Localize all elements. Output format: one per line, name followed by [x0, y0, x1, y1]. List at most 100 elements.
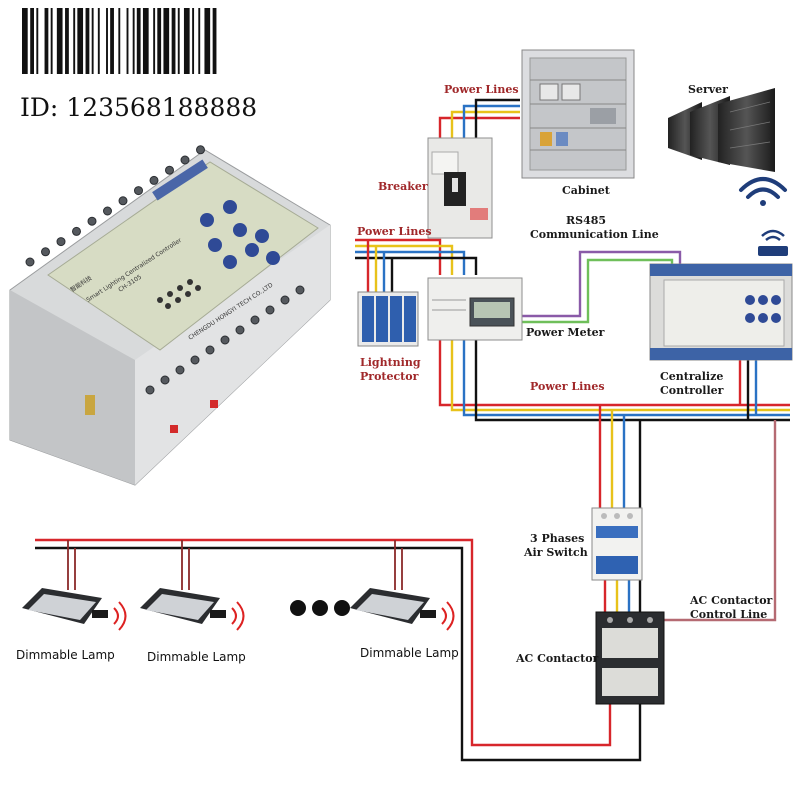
- wire-blue-main: [355, 250, 790, 417]
- label-3-phases: 3 Phases: [530, 532, 584, 545]
- wire-black-top: [474, 98, 520, 138]
- cabinet-image: [521, 49, 635, 179]
- barcode-bar: [192, 8, 195, 74]
- wire-yellow-main: [355, 244, 790, 412]
- terminal-screw: [41, 247, 50, 257]
- label-power-lines-mid: Power Lines: [530, 380, 605, 393]
- label-communication-line: Communication Line: [530, 228, 659, 241]
- lamp-2: [140, 588, 245, 631]
- air-switch-image: [591, 507, 643, 581]
- terminal-screw: [180, 155, 190, 165]
- barcode-bar: [50, 8, 53, 74]
- barcode-bar: [204, 8, 211, 74]
- device-buttons: [200, 200, 280, 269]
- wire-red-main: [355, 238, 790, 407]
- wire-rs485-purple: [522, 250, 682, 318]
- label-controller: Controller: [660, 384, 724, 397]
- terminal-screw: [72, 226, 81, 236]
- lamp-1-label: Dimmable Lamp: [16, 648, 115, 662]
- barcode-bar: [97, 8, 100, 74]
- label-power-lines-left: Power Lines: [357, 225, 432, 238]
- terminal-screw: [103, 206, 112, 216]
- barcode-bar: [142, 8, 149, 74]
- centralize-controller-image: [649, 263, 793, 361]
- barcode-bar: [132, 8, 135, 74]
- barcode-bar: [36, 8, 39, 74]
- barcode-bar: [73, 8, 76, 74]
- terminal-screw: [205, 345, 215, 355]
- label-rs485: RS485: [566, 214, 606, 227]
- barcode-bar: [85, 8, 90, 74]
- label-power-meter: Power Meter: [526, 326, 605, 339]
- wire-rs485-green: [522, 258, 674, 324]
- barcode-bar: [157, 8, 162, 74]
- terminal-screw: [25, 257, 35, 267]
- terminal-screw: [265, 305, 275, 315]
- terminal-screw: [250, 315, 260, 325]
- terminal-screw: [87, 216, 97, 226]
- barcode-bar: [153, 8, 156, 74]
- barcode-bar: [163, 8, 170, 74]
- barcode-bar: [44, 8, 49, 74]
- barcode-bar: [110, 8, 114, 74]
- device-id: ID: 123568188888: [20, 93, 257, 122]
- label-server: Server: [688, 83, 728, 96]
- label-air-switch: Air Switch: [523, 546, 588, 559]
- wireless-module-icon: [758, 229, 788, 256]
- lightning-protector-image: [357, 291, 419, 347]
- wire-red-top: [438, 116, 520, 138]
- controller-device-image: 智能科技 Smart Lighting Centralized Controll…: [9, 145, 331, 486]
- wire-black-main: [355, 256, 790, 422]
- terminal-strip-top: [25, 145, 205, 267]
- wire-control-line: [658, 420, 777, 622]
- barcode-bar: [118, 8, 121, 74]
- barcode-bar: [177, 8, 180, 74]
- barcode-bar: [171, 8, 176, 74]
- barcode-bar: [136, 8, 141, 74]
- barcode-bar: [212, 8, 217, 74]
- lamp-1: [22, 588, 127, 631]
- wire-yellow-top: [450, 110, 520, 138]
- wifi-icon: [739, 177, 787, 206]
- terminal-strip-bottom: [145, 285, 305, 395]
- barcode-bar: [198, 8, 201, 74]
- terminal-screw: [235, 325, 245, 335]
- label-power-lines-top: Power Lines: [444, 83, 519, 96]
- terminal-screw: [56, 237, 66, 247]
- terminal-screw: [196, 145, 205, 155]
- label-breaker: Breaker: [378, 180, 428, 193]
- lamp-3: [350, 588, 455, 631]
- ellipsis-dots: [290, 600, 350, 616]
- barcode-bar: [65, 8, 69, 74]
- wire-red-out: [35, 538, 612, 747]
- barcode-bar: [22, 8, 28, 74]
- wire-blue-top: [462, 104, 520, 138]
- barcode-bar: [183, 8, 190, 74]
- barcode: [22, 8, 217, 74]
- label-ac-contactor-control: AC Contactor: [689, 594, 773, 607]
- terminal-screw: [160, 375, 170, 385]
- barcode-bar: [56, 8, 63, 74]
- label-protector: Protector: [360, 370, 419, 383]
- terminal-screw: [149, 175, 159, 185]
- barcode-bar: [30, 8, 34, 74]
- breaker-image: [427, 137, 493, 239]
- label-lightning: Lightning: [360, 356, 421, 369]
- terminal-screw: [134, 186, 143, 196]
- server-image: [668, 88, 775, 172]
- terminal-screw: [118, 196, 128, 206]
- terminal-screw: [175, 365, 185, 375]
- wires: [35, 98, 790, 762]
- label-cabinet: Cabinet: [562, 184, 611, 197]
- lamp-2-label: Dimmable Lamp: [147, 650, 246, 664]
- lamp-3-label: Dimmable Lamp: [360, 646, 459, 660]
- label-control-line: Control Line: [690, 608, 767, 621]
- barcode-bar: [106, 8, 108, 74]
- terminal-screw: [145, 385, 155, 395]
- ac-contactor-image: [595, 611, 665, 705]
- terminal-screw: [165, 165, 174, 175]
- label-ac-contactor: AC Contactor: [515, 652, 599, 665]
- power-meter-image: [427, 277, 523, 341]
- terminal-screw: [280, 295, 290, 305]
